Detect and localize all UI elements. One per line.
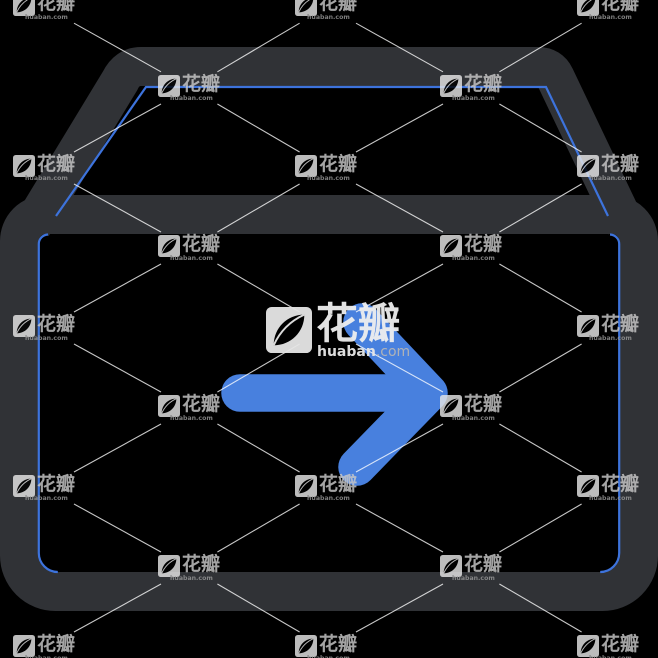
watermark-hairline [217, 103, 300, 153]
watermark-hairline [355, 183, 444, 233]
box-body-outline [0, 195, 658, 611]
watermark-hairline [355, 343, 444, 393]
watermark-hairline [73, 263, 162, 313]
watermark-hairline [499, 423, 582, 473]
accent-body-left [37, 233, 58, 574]
accent-hairlines [37, 85, 621, 574]
watermark-hairline [355, 583, 444, 633]
watermark-hairline [355, 103, 444, 153]
watermark-hairline [217, 503, 300, 553]
arrow-right-icon [221, 303, 448, 486]
watermark-hairline [499, 343, 582, 393]
watermark-hairline [355, 22, 444, 73]
storage-box-icon [0, 47, 658, 611]
watermark-hairline [217, 583, 300, 633]
watermark-hairline [355, 423, 444, 473]
box-lid-outline [15, 47, 644, 237]
watermark-hairline [73, 103, 162, 153]
watermark-hairlines [73, 22, 582, 633]
watermark-hairline [217, 183, 300, 233]
watermark-hairline [499, 183, 582, 233]
watermark-hairline [217, 263, 300, 313]
watermark-hairline [499, 583, 582, 633]
watermark-hairline [73, 343, 162, 393]
watermark-hairline [355, 263, 444, 313]
watermark-hairline [73, 423, 162, 473]
watermark-hairline [499, 22, 582, 73]
watermark-hairline [73, 503, 162, 553]
watermark-hairline [217, 22, 300, 73]
watermark-hairline [499, 263, 582, 313]
accent-lid-inner [55, 85, 609, 217]
accent-body-right [600, 233, 621, 574]
watermark-hairline [499, 503, 582, 553]
watermark-hairline [73, 183, 162, 233]
watermark-hairline [73, 22, 162, 73]
watermark-hairline [217, 423, 300, 473]
watermark-hairline [355, 503, 444, 553]
arrow-head [338, 303, 448, 486]
watermark-hairline [499, 103, 582, 153]
watermark-hairline [73, 583, 162, 633]
